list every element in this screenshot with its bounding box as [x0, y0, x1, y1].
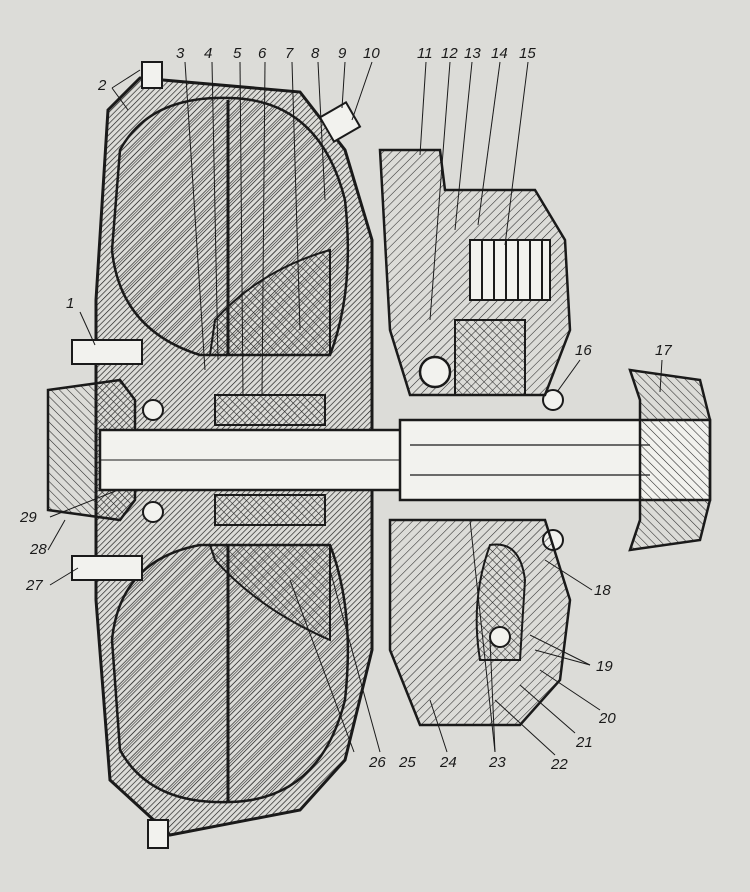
callout-9: 9 — [338, 45, 347, 62]
callout-24: 24 — [440, 754, 457, 771]
callout-1: 1 — [66, 295, 75, 312]
callout-7: 7 — [285, 45, 294, 62]
breather-valve — [318, 101, 362, 143]
callout-15: 15 — [519, 45, 536, 62]
freewheel-upper — [214, 394, 326, 426]
callout-12: 12 — [441, 45, 458, 62]
callout-6: 6 — [258, 45, 267, 62]
leader-lines — [47, 61, 663, 756]
bolt-upper — [71, 339, 143, 365]
bearing-lower-left — [142, 501, 164, 523]
callout-5: 5 — [233, 45, 242, 62]
clutch-spring-pack — [469, 239, 551, 301]
callout-20: 20 — [599, 710, 616, 727]
callout-2: 2 — [98, 77, 107, 94]
callout-13: 13 — [464, 45, 481, 62]
callout-21: 21 — [576, 734, 593, 751]
bottom-plug — [147, 819, 169, 849]
callout-28: 28 — [30, 541, 47, 558]
callout-3: 3 — [176, 45, 185, 62]
callout-14: 14 — [491, 45, 508, 62]
callout-16: 16 — [575, 342, 592, 359]
callout-25: 25 — [399, 754, 416, 771]
top-plug — [141, 61, 163, 89]
lower-valve-ball — [489, 626, 511, 648]
callout-18: 18 — [594, 582, 611, 599]
lower-piston — [475, 543, 527, 661]
callout-29: 29 — [20, 509, 37, 526]
callout-10: 10 — [363, 45, 380, 62]
output-yoke — [628, 368, 712, 552]
callout-4: 4 — [204, 45, 213, 62]
callout-26: 26 — [369, 754, 386, 771]
callout-8: 8 — [311, 45, 320, 62]
freewheel-lower — [214, 494, 326, 526]
callout-27: 27 — [26, 577, 43, 594]
callout-23: 23 — [489, 754, 506, 771]
callout-11: 11 — [417, 45, 433, 62]
bolt-lower — [71, 555, 143, 581]
callout-19: 19 — [596, 658, 613, 675]
pinion-bushing — [418, 355, 452, 389]
callout-17: 17 — [655, 342, 672, 359]
bearing-upper-right — [542, 389, 564, 411]
bearing-upper-left — [142, 399, 164, 421]
callout-22: 22 — [551, 756, 568, 773]
clutch-drum — [454, 319, 526, 396]
